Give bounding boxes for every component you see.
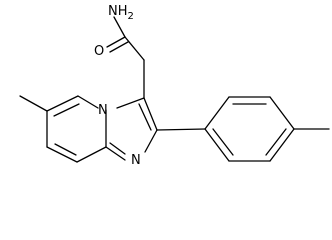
bond-ar4-ar5: [269, 128, 295, 162]
bond-ar6-ar1-double: [212, 128, 234, 156]
bond-c-o-double-1: [106, 36, 126, 48]
bond-c-o-double-2: [109, 41, 129, 53]
atom-label-nh2: NH2: [108, 4, 134, 22]
bond-ar1-ar2: [204, 96, 230, 130]
bond-c5-c6-double: [53, 103, 80, 117]
molecule-structure: NH2 O N N: [19, 4, 330, 168]
bond-n1-c8a-double: [109, 142, 126, 155]
atom-label-imidazole-nitrogen: N: [131, 153, 141, 168]
atom-label-bridgehead-nitrogen: N: [98, 103, 108, 118]
structure-canvas: NH2 O N N: [19, 4, 330, 168]
bond-c2-n1: [144, 129, 158, 153]
bond-c8-c8a: [76, 146, 107, 163]
bond-c3-c2-double: [138, 103, 152, 131]
bond-c5-c6: [46, 95, 79, 112]
bond-c2-aryl: [156, 128, 206, 131]
bond-c-nh2: [113, 16, 126, 38]
bond-c3-n4: [116, 97, 145, 109]
bond-c7-c8-double: [54, 143, 77, 156]
bond-n4-c5: [77, 95, 99, 109]
bond-c-ch2: [124, 36, 145, 61]
bond-c6-methyl: [19, 95, 48, 112]
atom-label-oxygen: O: [94, 44, 104, 59]
bond-c7-c8: [46, 146, 78, 163]
bond-ar3-ar4: [269, 96, 295, 130]
bond-c3-c2: [143, 97, 158, 131]
bond-ar6-ar1: [204, 128, 230, 162]
bond-n1-c8a: [105, 146, 126, 161]
bond-ar4-ar5-double: [265, 128, 287, 156]
